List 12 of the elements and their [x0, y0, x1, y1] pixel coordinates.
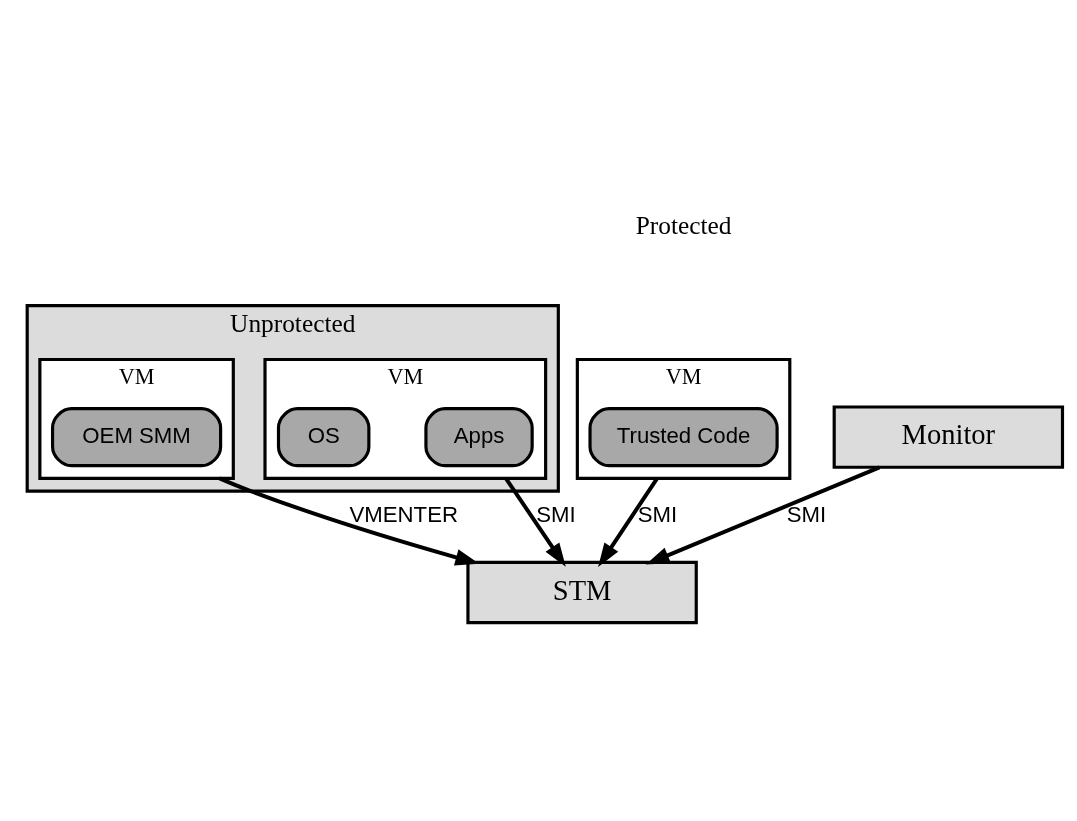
- node-box: Monitor: [832, 404, 1065, 469]
- arrow: [645, 465, 881, 564]
- edge-label: SMI: [536, 501, 576, 527]
- edge-label: SMI: [786, 501, 827, 527]
- node-box: Apps: [424, 406, 534, 467]
- node-box: STM: [466, 560, 698, 624]
- label: Protected: [635, 210, 732, 239]
- edge-label: SMI: [637, 501, 678, 527]
- node-box: OEM SMM: [50, 406, 223, 467]
- node-box: Trusted Code: [588, 406, 779, 467]
- edge-label: VMENTER: [349, 501, 458, 527]
- node-box: OS: [276, 406, 371, 467]
